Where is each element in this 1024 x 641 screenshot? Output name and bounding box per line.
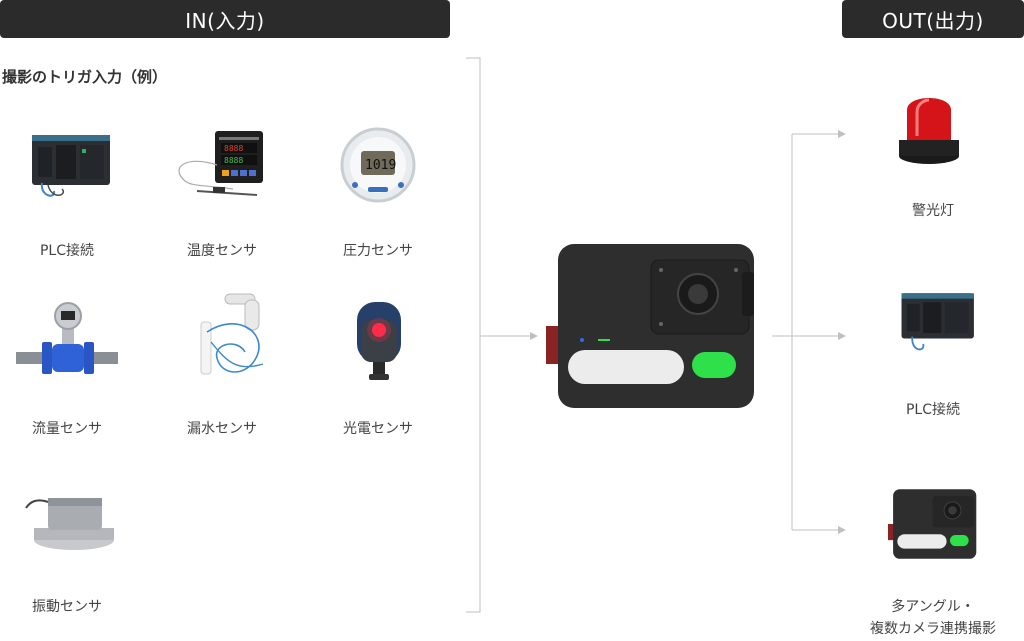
photoelectric-sensor-icon bbox=[357, 302, 401, 380]
input-item-plc-label: PLC接続 bbox=[39, 243, 95, 259]
vibration-sensor-icon bbox=[25, 498, 114, 550]
plc-icon bbox=[32, 135, 110, 197]
leak-sensor-icon bbox=[200, 293, 264, 375]
input-item-plc: PLC接続 bbox=[0, 125, 142, 259]
in-header: IN(入力) bbox=[0, 0, 450, 38]
output-item-warning-light-label: 警光灯 bbox=[912, 203, 954, 219]
out-header-title: OUT(出力) bbox=[882, 8, 984, 33]
out-header: OUT(出力) bbox=[842, 0, 1024, 38]
in-header-title: IN(入力) bbox=[185, 8, 265, 33]
warning-light-icon bbox=[899, 98, 959, 164]
input-item-flow: 流量センサ bbox=[0, 300, 142, 437]
input-item-vibration-label: 振動センサ bbox=[32, 599, 102, 615]
input-section-title: 撮影のトリガ入力（例） bbox=[2, 68, 168, 86]
output-item-plc-label: PLC接続 bbox=[905, 402, 961, 418]
svg-text:1019: 1019 bbox=[365, 158, 396, 173]
input-item-leak: 漏水センサ bbox=[147, 292, 297, 437]
temperature-controller-icon: 8888 8888 bbox=[178, 131, 263, 196]
input-item-pressure-label: 圧力センサ bbox=[343, 243, 413, 259]
input-item-temperature: 8888 8888 温度センサ bbox=[147, 125, 297, 259]
input-item-photoelectric-label: 光電センサ bbox=[343, 421, 413, 437]
output-item-camera-label-line1: 多アングル・ bbox=[891, 599, 975, 615]
camera-device-icon bbox=[888, 489, 977, 559]
plc-icon bbox=[901, 293, 974, 351]
output-item-camera-label-line2: 複数カメラ連携撮影 bbox=[870, 621, 996, 637]
svg-text:8888: 8888 bbox=[224, 156, 243, 165]
flowmeter-icon bbox=[16, 302, 118, 374]
svg-text:8888: 8888 bbox=[224, 144, 243, 153]
pressure-gauge-icon: 1019 bbox=[340, 127, 416, 203]
input-item-flow-label: 流量センサ bbox=[32, 421, 102, 437]
input-item-pressure: 1019 圧力センサ bbox=[303, 125, 453, 259]
input-item-leak-label: 漏水センサ bbox=[187, 421, 257, 437]
input-item-vibration: 振動センサ bbox=[0, 478, 142, 615]
input-item-temperature-label: 温度センサ bbox=[187, 243, 257, 259]
center-camera-device bbox=[546, 244, 754, 408]
input-item-photoelectric: 光電センサ bbox=[303, 300, 453, 437]
